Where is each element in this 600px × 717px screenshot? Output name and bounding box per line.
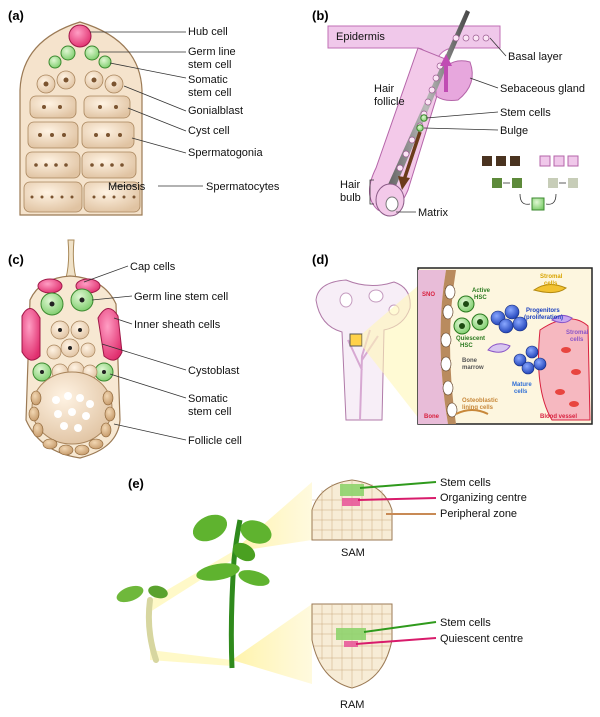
label-germ-line-2: stem cell [188,59,231,71]
label-sno: SNO [422,292,435,298]
label-osteoblastic-2: lining cells [462,405,494,411]
ram-beam [232,604,312,684]
panel-c-tag: (c) [8,252,24,267]
label-mature-cells-1: Mature [512,382,532,388]
label-cyst-cell: Cyst cell [188,125,230,137]
label-hair-follicle-2: follicle [374,96,405,108]
downward-arrow [402,131,422,181]
label-stem-cells-ram: Stem cells [440,617,491,629]
label-peripheral-zone: Peripheral zone [440,508,517,520]
label-meiosis: Meiosis [108,181,146,193]
ram-tip [311,603,393,689]
label-osteoblastic-1: Osteoblastic [462,398,499,404]
label-stromal-top-1: Stromal [540,274,563,280]
label-active-hsc-2: HSC [474,295,487,301]
label-somatic-c-2: stem cell [188,406,231,418]
label-stem-cells-sam: Stem cells [440,477,491,489]
testis-cells [23,24,141,213]
label-inner-sheath-cells: Inner sheath cells [134,319,221,331]
label-somatic-1: Somatic [188,74,228,86]
label-quiescent-hsc-1: Quiescent [456,336,485,342]
label-cystoblast: Cystoblast [188,365,239,377]
label-hair-bulb-1: Hair [340,179,361,191]
panel-e-tag: (e) [128,476,144,491]
label-ram: RAM [340,699,364,711]
label-blood-vessel: Blood vessel [540,414,577,420]
zoom-wedge [362,284,420,420]
label-mature-cells-2: cells [514,389,528,395]
terminal-filament [65,239,77,279]
sam-beam [232,482,312,552]
label-stromal-right-2: cells [570,337,584,343]
label-sebaceous-gland: Sebaceous gland [500,83,585,95]
panel-b-tag: (b) [312,8,329,23]
label-bone-marrow-2: marrow [462,365,484,371]
panel-c: (c) [8,239,242,459]
label-epidermis: Epidermis [336,31,385,43]
label-organizing-centre: Organizing centre [440,492,527,504]
label-matrix: Matrix [418,207,448,219]
label-bone-marrow-1: Bone [462,358,478,364]
label-gonialblast: Gonialblast [188,105,243,117]
label-stromal-top-2: cells [544,281,558,287]
label-basal-layer: Basal layer [508,51,563,63]
germarium-cells [21,278,123,456]
label-progenitors-2: (proliferation) [524,315,563,321]
label-somatic-2: stem cell [188,87,231,99]
label-germ-line-1: Germ line [188,46,236,58]
label-hub-cell: Hub cell [188,26,228,38]
label-germ-line-stem-cell: Germ line stem cell [134,291,228,303]
label-quiescent-centre: Quiescent centre [440,633,523,645]
label-follicle-cell: Follicle cell [188,435,242,447]
panel-a-tag: (a) [8,8,24,23]
niche-inset: SNO Active HSC Quiescent HSC Stromal cel… [417,267,593,425]
panel-a: (a) [8,8,280,216]
label-stem-cells-b: Stem cells [500,107,551,119]
label-hair-bulb-2: bulb [340,192,361,204]
label-quiescent-hsc-2: HSC [460,343,473,349]
hub-cell [68,24,92,48]
label-sam: SAM [341,547,365,559]
lineage-schematic [482,155,579,211]
label-cap-cells: Cap cells [130,261,176,273]
panel-d-tag: (d) [312,252,329,267]
label-hair-follicle-1: Hair [374,83,395,95]
label-bulge: Bulge [500,125,528,137]
panel-e: (e) [116,476,527,711]
label-stromal-right-1: Stromal [566,330,589,336]
panel-d: (d) SN [312,252,593,425]
label-bone: Bone [424,414,440,420]
label-active-hsc-1: Active [472,288,491,294]
seedling-large [192,514,272,669]
seedling-small [116,585,168,663]
label-spermatocytes: Spermatocytes [206,181,280,193]
panel-b: (b) Ep [312,8,585,219]
label-somatic-c-1: Somatic [188,393,228,405]
sam-dome [311,479,393,541]
label-spermatogonia: Spermatogonia [188,147,263,159]
label-progenitors-1: Progenitors [526,308,560,314]
